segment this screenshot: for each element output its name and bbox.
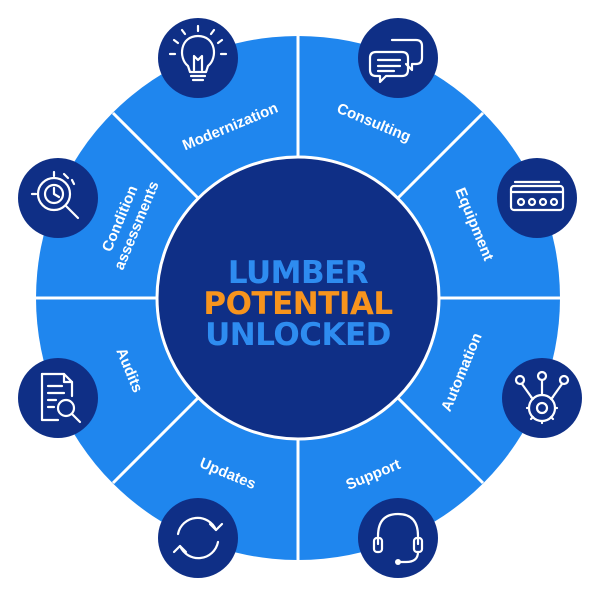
refresh-icon — [158, 498, 238, 578]
gear-magnifier-icon — [18, 158, 98, 238]
lightbulb-icon — [158, 18, 238, 98]
headset-icon — [358, 498, 438, 578]
segment-dividers — [36, 36, 560, 560]
conveyor-icon — [497, 158, 577, 238]
document-magnifier-icon — [18, 358, 98, 438]
center-circle — [158, 158, 438, 438]
center-title-line3: UNLOCKED — [205, 317, 391, 353]
gear-network-icon — [502, 358, 582, 438]
chat-bubbles-icon — [358, 18, 438, 98]
center-title-line1: LUMBER — [228, 255, 369, 291]
center-title-line2: POTENTIAL — [203, 286, 392, 322]
